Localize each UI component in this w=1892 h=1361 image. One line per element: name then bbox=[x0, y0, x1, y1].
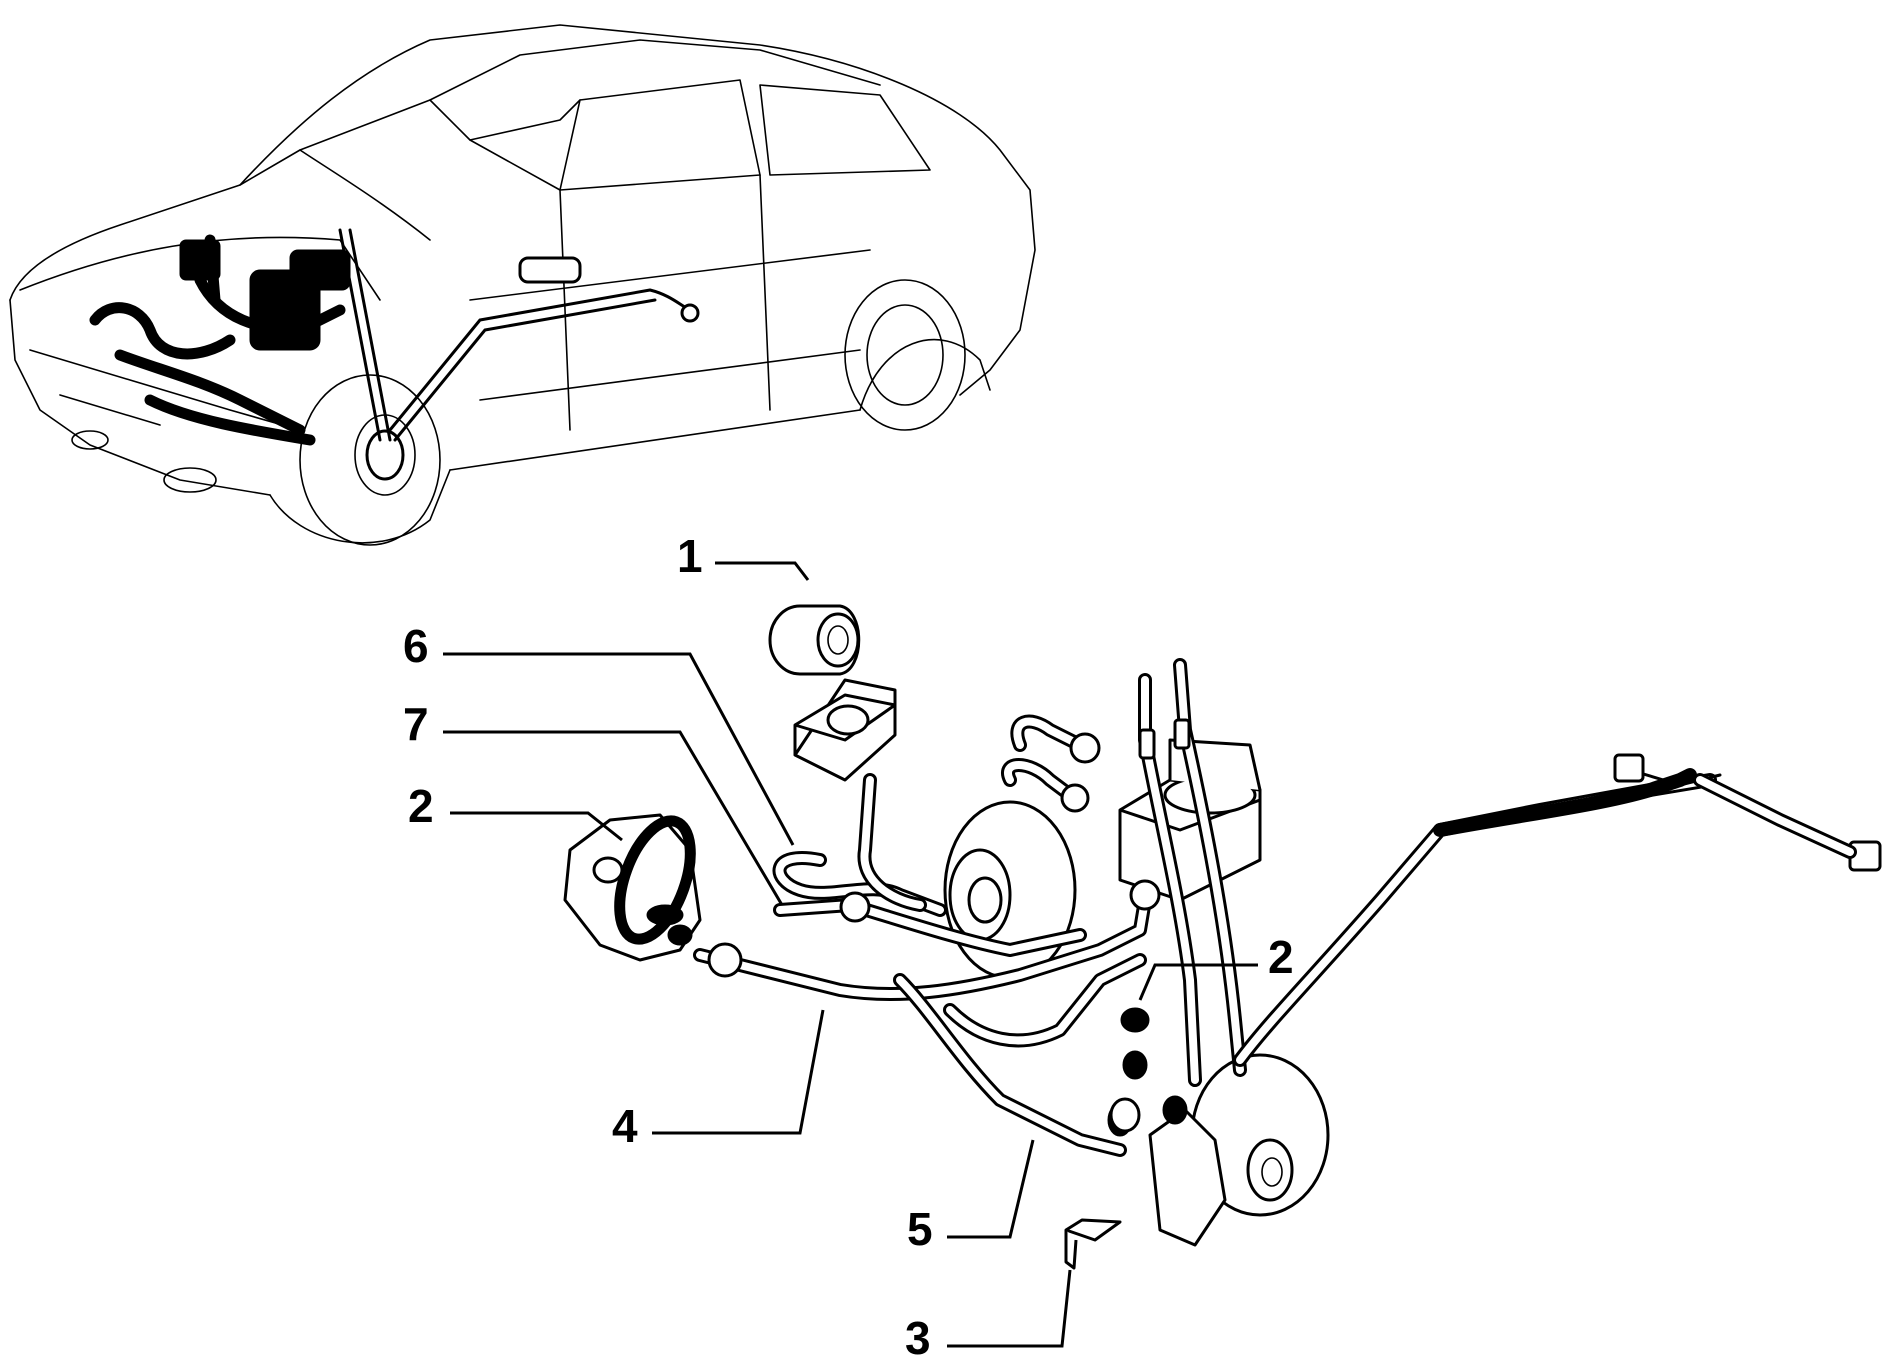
front-left-brake-assembly bbox=[563, 813, 702, 962]
front-right-brake-assembly bbox=[1107, 1053, 1330, 1247]
callout-5: 5 bbox=[907, 1139, 1035, 1255]
callout-2-right: 2 bbox=[1138, 931, 1294, 1001]
hose-fittings bbox=[1001, 714, 1101, 813]
callout-label: 2 bbox=[408, 780, 434, 832]
callout-label: 6 bbox=[403, 620, 429, 672]
callout-7: 7 bbox=[403, 698, 784, 906]
part-1-grommet bbox=[768, 604, 861, 676]
callout-label: 4 bbox=[612, 1100, 638, 1152]
part-3-clip bbox=[1064, 1218, 1122, 1270]
callout-label: 7 bbox=[403, 698, 429, 750]
car-overview-illustration bbox=[9, 24, 1036, 546]
brake-booster bbox=[943, 800, 1077, 980]
callout-2-left: 2 bbox=[408, 780, 623, 842]
callout-6: 6 bbox=[403, 620, 795, 846]
callout-3: 3 bbox=[905, 1269, 1072, 1361]
callout-4: 4 bbox=[612, 1009, 825, 1152]
brake-fluid-reservoir bbox=[793, 678, 897, 782]
brake-pipes bbox=[693, 658, 1882, 1157]
callout-label: 1 bbox=[677, 530, 703, 582]
callout-1: 1 bbox=[677, 530, 810, 582]
brake-parts-exploded bbox=[563, 604, 1882, 1270]
callout-label: 5 bbox=[907, 1203, 933, 1255]
callout-label: 2 bbox=[1268, 931, 1294, 983]
callout-label: 3 bbox=[905, 1312, 931, 1361]
